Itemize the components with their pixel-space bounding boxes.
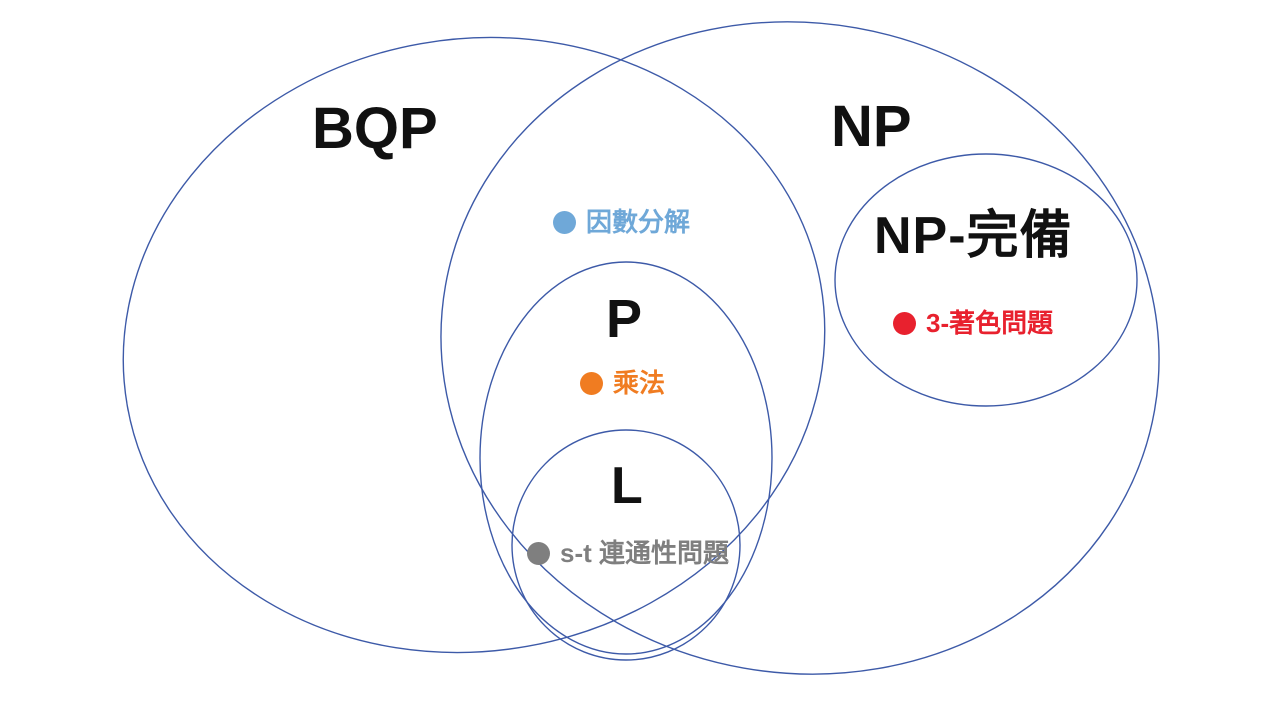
st-connectivity-dot <box>527 541 550 565</box>
three-coloring-item: 3-著色問題 <box>893 310 1053 336</box>
p-label: P <box>606 289 643 349</box>
factoring-label: 因數分解 <box>586 207 691 237</box>
three-coloring-dot <box>893 311 916 335</box>
bqp-label: BQP <box>312 96 438 161</box>
factoring-dot <box>553 210 576 234</box>
np-ellipse <box>440 21 1160 675</box>
bqp-ellipse <box>122 36 826 654</box>
multiplication-item: 乘法 <box>580 370 665 396</box>
np-label: NP <box>831 94 912 159</box>
st-connectivity-label: s-t 連通性問題 <box>560 538 730 568</box>
p-ellipse <box>479 261 773 655</box>
np-complete-label: NP-完備 <box>874 207 1073 265</box>
multiplication-dot <box>580 371 603 395</box>
factoring-item: 因數分解 <box>553 209 690 235</box>
np-complete-ellipse <box>834 153 1138 407</box>
three-coloring-label: 3-著色問題 <box>926 308 1054 338</box>
l-ellipse <box>511 429 741 661</box>
multiplication-label: 乘法 <box>613 368 666 398</box>
l-label: L <box>611 457 643 515</box>
st-connectivity-item: s-t 連通性問題 <box>527 540 729 566</box>
